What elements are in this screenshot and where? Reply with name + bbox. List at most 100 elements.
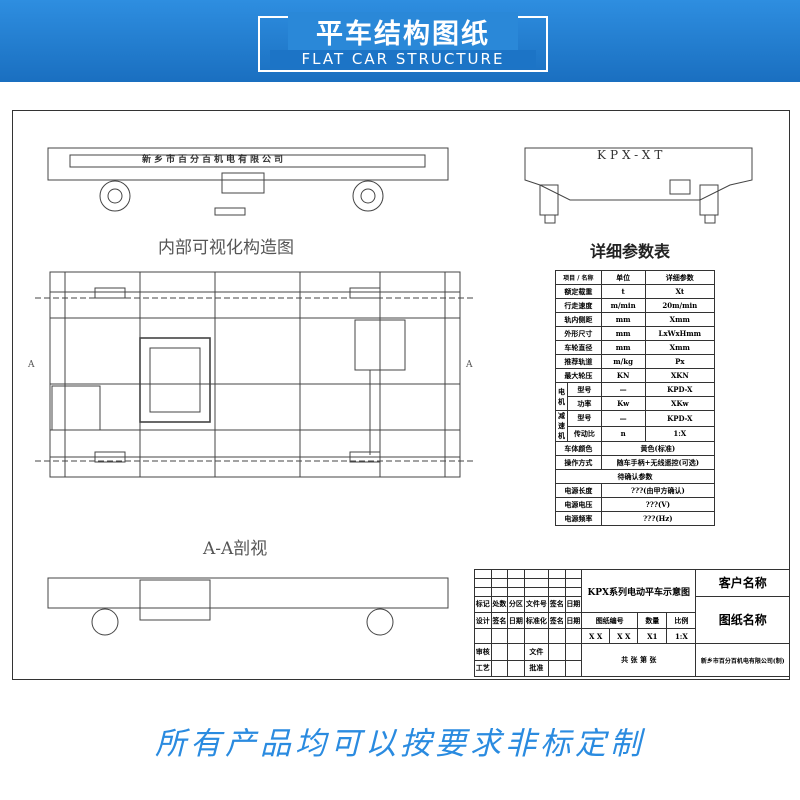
- tb-cell: 比例: [666, 612, 697, 630]
- group-reducer: 减速机: [555, 410, 568, 442]
- row-value: ???(V): [600, 497, 716, 512]
- group-motor: 电机: [555, 382, 568, 411]
- header-unit: 单位: [600, 270, 646, 285]
- row-name: 最大轮压: [555, 368, 602, 383]
- side-view-left: [47, 147, 449, 216]
- plan-view: [35, 271, 475, 478]
- row-name: 外形尺寸: [555, 326, 602, 341]
- row-value: ???(Hz): [600, 511, 716, 526]
- row-value: KPD-X: [644, 410, 716, 427]
- section-marker-right: A: [466, 360, 473, 370]
- row-value: 20m/min: [644, 298, 716, 313]
- tb-cell: 日期: [564, 595, 583, 614]
- tb-cell: 共 张 第 张: [581, 643, 697, 677]
- tb-cell: 标准化: [523, 612, 549, 630]
- title-block: KPX系列电动平车示意图客户名称 标记处数分区文件号签名日期图纸名称 设计签名日…: [474, 568, 790, 678]
- tb-cell: 文件号: [523, 595, 549, 614]
- row-value: Xt: [644, 284, 716, 299]
- section-view: [47, 577, 449, 636]
- row-value: 黄色(标准): [600, 441, 716, 456]
- row-name: 车体颜色: [555, 441, 602, 456]
- tb-cell: 1:X: [666, 628, 697, 645]
- tb-cell: 文件: [523, 643, 549, 661]
- tb-cell: 设计: [474, 612, 492, 630]
- pending-header: 待确认参数: [555, 469, 715, 484]
- tb-cell: 签名: [547, 612, 566, 630]
- table-row: 待确认参数: [555, 469, 715, 484]
- row-name: 电源频率: [555, 511, 602, 526]
- row-unit: Kw: [600, 396, 646, 411]
- footer-slogan: 所有产品均可以按要求非标定制: [155, 726, 645, 762]
- company-plate: 新乡市百分百机电有限公司: [142, 155, 287, 165]
- row-name: 电源电压: [555, 497, 602, 512]
- row-value: Px: [644, 354, 716, 369]
- row-value: Xmm: [644, 340, 716, 355]
- row-value: 随车手柄+无线遥控(可选): [600, 455, 716, 470]
- tb-cell: 签名: [547, 595, 566, 614]
- side-view-right: [524, 147, 753, 224]
- row-value: XKN: [644, 368, 716, 383]
- tb-cell: 数量: [637, 612, 668, 630]
- header-item: 项目: [563, 275, 576, 282]
- section-marker-left: A: [28, 360, 35, 370]
- drawing-title: KPX系列电动平车示意图: [581, 568, 697, 614]
- row-unit: m/min: [600, 298, 646, 313]
- row-unit: mm: [600, 340, 646, 355]
- row-name: 额定载重: [555, 284, 602, 299]
- section-view-label: A-A剖视: [203, 539, 268, 559]
- table-row: 操作方式随车手柄+无线遥控(可选): [555, 455, 716, 470]
- table-row: 车体颜色黄色(标准): [555, 441, 716, 456]
- row-name: 电源长度: [555, 483, 602, 498]
- tb-cell: X X: [609, 628, 639, 645]
- tb-cell: 批准: [523, 659, 549, 678]
- banner-subtitle: FLAT CAR STRUCTURE: [270, 50, 536, 68]
- row-name: 操作方式: [555, 455, 602, 470]
- row-value: XKw: [644, 396, 716, 411]
- customer-name: 客户名称: [695, 569, 790, 597]
- row-name: 车轮直径: [555, 340, 602, 355]
- drawing-sheet: [12, 110, 790, 680]
- row-name: 推荐轨道: [555, 354, 602, 369]
- row-unit: KN: [600, 368, 646, 383]
- header-detail: 详细参数: [644, 270, 716, 285]
- tb-company: 新乡市百分百机电有限公司(制): [695, 643, 790, 677]
- row-unit: mm: [600, 312, 646, 327]
- row-value: LxWxHmm: [644, 326, 716, 341]
- row-value: 1:X: [644, 425, 716, 442]
- row-name: 型号: [567, 382, 602, 397]
- row-name: 轨内侧距: [555, 312, 602, 327]
- header-banner: 平车结构图纸 FLAT CAR STRUCTURE: [0, 0, 800, 82]
- tb-cell: X X: [581, 628, 611, 645]
- row-unit: m/kg: [600, 354, 646, 369]
- internal-view-label: 内部可视化构造图: [158, 238, 294, 258]
- table-row: 电源频率???(Hz): [555, 511, 716, 526]
- param-table-title: 详细参数表: [590, 242, 671, 261]
- table-row: 电源长度???(由甲方确认): [555, 483, 716, 498]
- row-unit: n: [600, 425, 646, 442]
- tb-cell: 签名: [490, 612, 509, 630]
- banner-title: 平车结构图纸: [288, 12, 518, 51]
- row-name: 行走速度: [555, 298, 602, 313]
- row-name: 功率: [567, 396, 602, 411]
- row-value: KPD-X: [644, 382, 716, 397]
- tb-cell: 分区: [507, 595, 525, 614]
- row-unit: —: [600, 410, 646, 427]
- table-row: 电机型号—KPD-X: [555, 382, 716, 411]
- table-row: 电源电压???(V): [555, 497, 716, 512]
- tb-cell: 图纸编号: [581, 612, 639, 630]
- row-name: 传动比: [567, 425, 602, 442]
- row-value: Xmm: [644, 312, 716, 327]
- row-unit: —: [600, 382, 646, 397]
- tb-cell: 日期: [564, 612, 583, 630]
- drawing-name: 图纸名称: [695, 595, 790, 645]
- tb-cell: 工艺: [474, 659, 492, 678]
